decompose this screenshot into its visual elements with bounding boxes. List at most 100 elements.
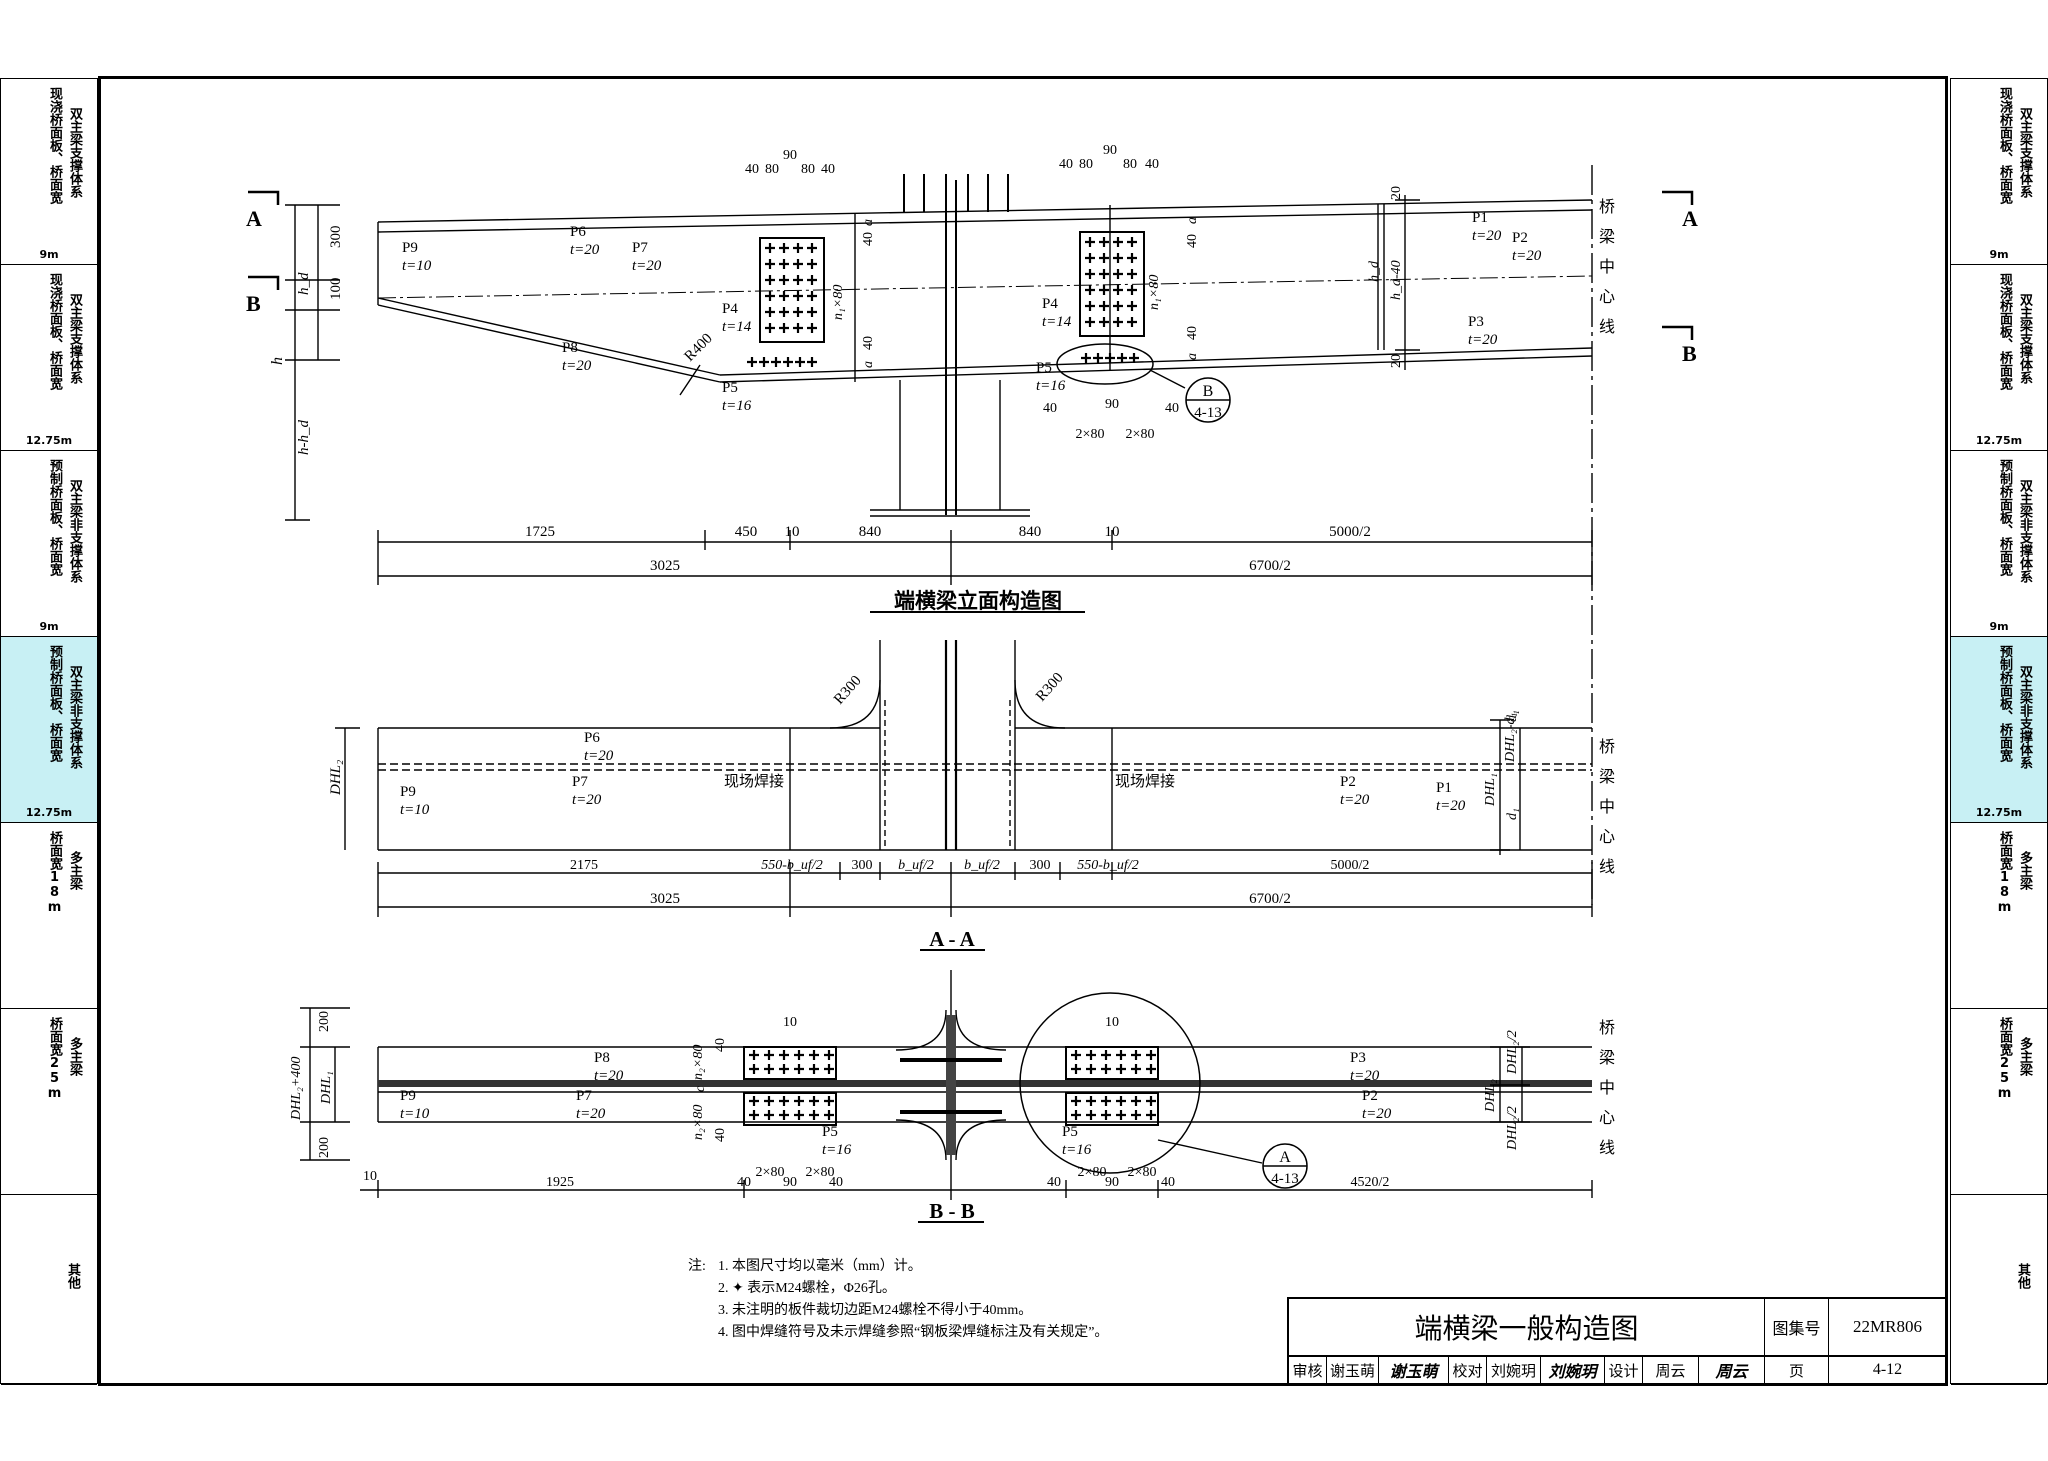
review-label: 审核 [1289, 1357, 1327, 1383]
detail-callout-ref: 4-13 [1194, 405, 1222, 421]
bolt-mark [1127, 237, 1137, 247]
bolt-mark [779, 275, 789, 285]
bolt-mark [824, 1050, 834, 1060]
bolt-mark [1113, 269, 1123, 279]
plate-thickness: t=16 [722, 398, 752, 414]
page-label: 页 [1765, 1357, 1829, 1383]
bolt-spacing: 80 [765, 162, 779, 177]
bolt-mark [1116, 1096, 1126, 1106]
bolt-mark [1113, 301, 1123, 311]
section-mark-b: B [1682, 341, 1697, 366]
dim-label: h_d-40 [1389, 260, 1404, 300]
drawing-sheet [98, 76, 1948, 1386]
dim-label: 20 [1389, 186, 1404, 200]
bolt-mark [1071, 1096, 1081, 1106]
bolt-mark [1131, 1064, 1141, 1074]
plate-label: P2 [1340, 774, 1356, 790]
bolt-mark [779, 291, 789, 301]
note-4: 4. 图中焊缝符号及未示焊缝参照“钢板梁焊缝标注及有关规定”。 [718, 1325, 1109, 1340]
note-1: 1. 本图尺寸均以毫米（mm）计。 [718, 1259, 922, 1274]
bolt-mark [765, 291, 775, 301]
dim-label: b_uf/2 [964, 858, 1000, 873]
dim-label: 10 [785, 524, 800, 540]
bolt-mark [824, 1096, 834, 1106]
plate-thickness: t=10 [402, 258, 432, 274]
bolt-mark [783, 357, 793, 367]
dim-label: 300 [1030, 858, 1051, 873]
bolt-mark [779, 307, 789, 317]
sidebar-tab-label: 现浇桥面板、桥面宽 [1997, 87, 2012, 204]
dim-label: DHL₂/2 [1505, 1106, 1520, 1151]
bolt-mark [1113, 237, 1123, 247]
bolt-mark [1099, 237, 1109, 247]
dim-label: 1725 [525, 524, 555, 540]
bolt-mark [1099, 301, 1109, 311]
bolt-mark [809, 1064, 819, 1074]
sidebar-tab-label: 现浇桥面板、桥面宽 [1997, 273, 2012, 390]
bolt-mark [1146, 1050, 1156, 1060]
plate-label: P3 [1350, 1050, 1366, 1066]
bolt-mark [1117, 353, 1127, 363]
bolt-mark [795, 357, 805, 367]
sidebar-tab-system: 双主梁支撑体系 [67, 107, 82, 198]
centerline-label: 桥 [1599, 1019, 1615, 1037]
dim-label: 2×80 [756, 1165, 785, 1180]
centerline-label: 线 [1599, 1139, 1615, 1157]
bolt-mark [764, 1110, 774, 1120]
dim-label: 20 [1389, 354, 1404, 368]
sidebar-tab-system: 双主梁支撑体系 [2017, 107, 2032, 198]
bolt-mark [1099, 269, 1109, 279]
plate-label: P5 [1062, 1124, 1078, 1140]
design-label: 设计 [1605, 1357, 1643, 1383]
bolt-mark [807, 291, 817, 301]
plate-label: P8 [562, 340, 578, 356]
dim-label: 550-b_uf/2 [761, 858, 822, 873]
page-number: 4-12 [1829, 1357, 1947, 1383]
bolt-mark [807, 357, 817, 367]
bolt-spacing: 40 [1145, 157, 1159, 172]
sidebar-tab-system: 双主梁非支撑体系 [67, 479, 82, 583]
section-mark-b: B [246, 291, 261, 316]
dim-label: a [1185, 217, 1200, 224]
dim-label: DHL₂-d₁ [1503, 713, 1518, 763]
dim-label: h-h_d [296, 420, 312, 455]
plate-thickness: t=20 [594, 1068, 624, 1084]
plate-thickness: t=20 [1350, 1068, 1380, 1084]
sidebar-tab-right-7[interactable]: 其他 [1951, 1195, 2047, 1385]
bolt-spacing: 90 [783, 148, 797, 163]
elevation-title: 端横梁立面构造图 [894, 589, 1062, 613]
bolt-mark [764, 1096, 774, 1106]
bolt-mark [824, 1064, 834, 1074]
bolt-mark [1127, 285, 1137, 295]
bolt-mark [1127, 253, 1137, 263]
sidebar-tab-label: 其他 [65, 1263, 80, 1289]
bolt-mark [1086, 1110, 1096, 1120]
sidebar-tab-left-7[interactable]: 其他 [1, 1195, 97, 1385]
centerline-label: 心 [1599, 828, 1615, 846]
plate-thickness: t=20 [584, 748, 614, 764]
dim-label: 10 [363, 1169, 377, 1184]
sidebar-tab-label: 预制桥面板、桥面宽 [1997, 459, 2012, 576]
sidebar-tab-width: 9m [39, 248, 59, 261]
sidebar-tab-width: 12.75m [25, 806, 73, 819]
bolt-mark [793, 291, 803, 301]
sidebar-tab-label: 预制桥面板、桥面宽 [1997, 645, 2012, 762]
bolt-spacing: 40 [1059, 157, 1073, 172]
detail-callout-letter: B [1203, 383, 1214, 400]
plate-label: P7 [632, 240, 648, 256]
bolt-mark [1071, 1050, 1081, 1060]
section-aa-title: A - A [929, 927, 975, 951]
